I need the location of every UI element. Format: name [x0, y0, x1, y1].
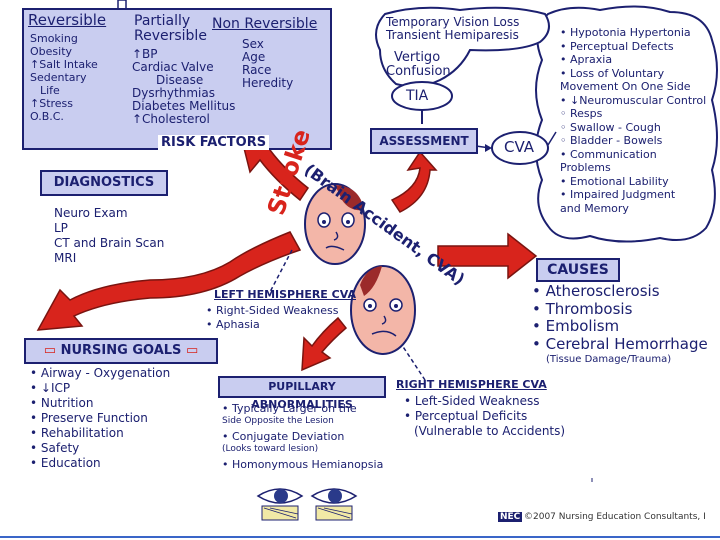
reversible-heading: Reversible: [28, 11, 107, 29]
list-item: • Education: [30, 456, 101, 470]
list-item: • ↓ICP: [30, 381, 71, 395]
right-hemisphere-label: RIGHT HEMISPHERE CVA: [396, 378, 547, 391]
list-item: • Emotional Lability: [560, 174, 669, 188]
list-item: • Embolism: [532, 317, 620, 335]
list-item: Heredity: [242, 76, 294, 90]
tia-cloud: [375, 6, 550, 88]
list-item: Life: [40, 84, 60, 97]
medicine-bottle-icon: ▭: [185, 343, 199, 358]
list-item: • Airway - Oxygenation: [30, 366, 171, 380]
tia-cloud-line-3: Vertigo: [394, 50, 441, 65]
nursing-goals-list: • Airway - Oxygenation • ↓ICP • Nutritio…: [30, 366, 170, 471]
list-item: ↑Stress: [30, 97, 74, 110]
causes-list: • Atherosclerosis • Thrombosis • Embolis…: [532, 282, 708, 353]
partially-reversible-list: ↑BP Cardiac Valve Disease Dysrhythmias D…: [132, 48, 235, 126]
list-item: LP: [54, 221, 68, 235]
list-item: Race: [242, 63, 272, 77]
list-item: Sex: [242, 37, 264, 51]
list-item: Sedentary: [30, 71, 87, 84]
nec-logo: NEC: [498, 512, 523, 522]
list-item: Smoking: [30, 32, 78, 45]
list-item: • Safety: [30, 441, 80, 455]
tia-label: TIA: [406, 88, 429, 104]
copyright-text: ©2007 Nursing Education Consultants, I: [524, 512, 706, 522]
list-item: Dysrhythmias: [132, 86, 215, 100]
list-item: • Atherosclerosis: [532, 282, 660, 300]
risk-factors-panel: Reversible Smoking Obesity ↑Salt Intake …: [22, 8, 332, 150]
arrow-to-pupillary: [301, 316, 348, 372]
list-item: Diabetes Mellitus: [132, 99, 236, 113]
list-item: ◦ Swallow - Cough: [560, 120, 661, 134]
arrow-to-assessment: [390, 150, 438, 213]
reversible-list: Smoking Obesity ↑Salt Intake Sedentary L…: [30, 32, 98, 123]
pupillary-line-3: • Conjugate Deviation: [222, 430, 345, 443]
eyes-drawing: [256, 488, 358, 521]
list-item: Obesity: [30, 45, 73, 58]
nursing-goals-text: NURSING GOALS: [60, 343, 182, 358]
list-item: • Perceptual Defects: [560, 39, 674, 53]
symptoms-cloud: [535, 5, 718, 243]
tia-cloud-line-4: Confusion: [386, 64, 451, 79]
arrow-to-causes: [437, 232, 538, 280]
list-item: ↑BP: [132, 47, 158, 61]
list-item: ◦ Bladder - Bowels: [560, 134, 663, 147]
list-item: Disease: [156, 73, 204, 87]
right-hemisphere-item-1: • Left-Sided Weakness: [404, 394, 540, 408]
list-item: ↑Salt Intake: [30, 58, 98, 71]
right-hemisphere-item-3: (Vulnerable to Accidents): [414, 424, 566, 438]
list-item: • Cerebral Hemorrhage: [532, 334, 708, 353]
list-item: • Rehabilitation: [30, 426, 124, 440]
list-item: Age: [242, 50, 266, 64]
list-item: CT and Brain Scan: [54, 236, 165, 250]
list-item: and Memory: [560, 201, 629, 215]
causes-note: (Tissue Damage/Trauma): [546, 354, 672, 365]
assessment-label: ASSESSMENT: [370, 128, 478, 154]
left-hemisphere-item-2: • Aphasia: [206, 318, 260, 331]
pupillary-label: PUPILLARY ABNORMALITIES: [218, 376, 386, 411]
list-item: • Preserve Function: [30, 411, 148, 425]
pupillary-line-5: • Homonymous Hemianopsia: [222, 458, 384, 471]
list-item: • Nutrition: [30, 396, 94, 410]
pupillary-line-4: (Looks toward lesion): [222, 444, 319, 454]
tia-cloud-line-1: Temporary Vision Loss: [386, 15, 520, 29]
right-hemisphere-item-2: • Perceptual Deficits: [404, 409, 528, 423]
partially-reversible-heading: Partially Reversible: [134, 13, 207, 44]
arrow-to-nursing: [36, 231, 302, 331]
face-right-cva: [350, 265, 416, 355]
tia-cloud-line-2: Transient Hemiparesis: [386, 28, 519, 42]
left-hemisphere-label: LEFT HEMISPHERE CVA: [214, 288, 357, 301]
diagnostics-list: Neuro Exam LP CT and Brain Scan MRI: [54, 206, 164, 266]
list-item: • Loss of Voluntary: [560, 66, 665, 80]
nursing-goals-label: ▭ NURSING GOALS ▭: [24, 338, 218, 364]
list-item: Cardiac Valve: [132, 60, 214, 74]
list-item: MRI: [54, 251, 77, 265]
cva-label: CVA: [504, 138, 535, 156]
list-item: • Apraxia: [560, 53, 613, 66]
list-item: Movement On One Side: [560, 80, 691, 93]
list-item: Problems: [560, 161, 611, 174]
diagnostics-label: DIAGNOSTICS: [40, 170, 168, 196]
list-item: • Communication: [560, 147, 657, 161]
pupillary-line-2: Side Opposite the Lesion: [222, 416, 334, 426]
symptoms-list: • Hypotonia Hypertonia • Perceptual Defe…: [560, 26, 706, 215]
list-item: ◦ Resps: [560, 107, 603, 120]
list-item: • Impaired Judgment: [560, 188, 676, 201]
list-item: ↑Cholesterol: [132, 112, 210, 126]
risk-factors-label: RISK FACTORS: [158, 135, 270, 150]
list-item: • Hypotonia Hypertonia: [560, 26, 691, 39]
list-item: • Thrombosis: [532, 299, 633, 318]
face-left-cva: [304, 183, 366, 265]
non-reversible-list: Sex Age Race Heredity: [242, 38, 293, 90]
non-reversible-heading: Non Reversible: [212, 16, 318, 32]
list-item: • ↓Neuromuscular Control: [560, 93, 707, 107]
medicine-bottle-icon: ▭: [43, 343, 57, 358]
left-hemisphere-item-1: • Right-Sided Weakness: [206, 304, 339, 317]
list-item: O.B.C.: [30, 110, 64, 123]
list-item: Neuro Exam: [54, 206, 128, 220]
pupillary-line-1: • Typically Larger on the: [222, 402, 357, 415]
causes-label: CAUSES: [536, 258, 620, 282]
